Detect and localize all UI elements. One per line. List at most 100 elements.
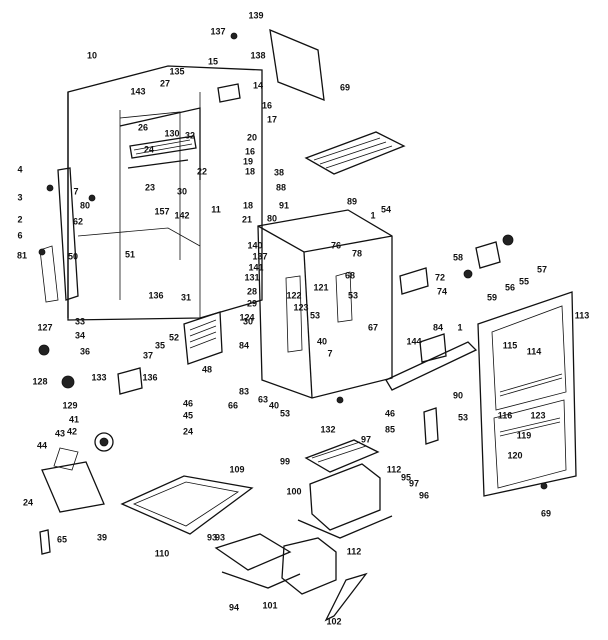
part-number-label: 91 xyxy=(278,200,290,211)
part-number-label: 84 xyxy=(432,322,444,333)
part-number-label: 26 xyxy=(137,122,149,133)
part-number-label: 56 xyxy=(504,282,516,293)
part-number-label: 78 xyxy=(351,248,363,259)
door-panel xyxy=(269,28,325,102)
part-number-label: 144 xyxy=(406,336,422,347)
part-number-label: 6 xyxy=(17,230,23,241)
part-number-label: 138 xyxy=(250,50,266,61)
part-number-label: 74 xyxy=(436,286,448,297)
part-number-label: 66 xyxy=(227,400,239,411)
part-number-label: 22 xyxy=(196,166,208,177)
part-number-label: 124 xyxy=(239,312,255,323)
part-number-label: 46 xyxy=(182,398,194,409)
part-number-label: 63 xyxy=(257,394,269,405)
part-number-label: 24 xyxy=(182,426,194,437)
part-number-label: 48 xyxy=(201,364,213,375)
part-number-label: 88 xyxy=(275,182,287,193)
part-number-label: 119 xyxy=(516,430,532,441)
crisper-drawer xyxy=(297,439,393,539)
part-number-label: 28 xyxy=(246,286,258,297)
part-number-label: 76 xyxy=(330,240,342,251)
part-number-label: 39 xyxy=(96,532,108,543)
part-number-label: 42 xyxy=(66,426,78,437)
part-number-label: 18 xyxy=(244,166,256,177)
part-number-label: 20 xyxy=(246,132,258,143)
part-number-label: 93 xyxy=(206,532,218,543)
part-number-label: 4 xyxy=(17,164,23,175)
hinge-hardware xyxy=(399,234,514,295)
part-number-label: 137 xyxy=(210,26,226,37)
part-number-label: 40 xyxy=(268,400,280,411)
part-number-label: 112 xyxy=(386,464,402,475)
part-number-label: 67 xyxy=(367,322,379,333)
part-number-label: 21 xyxy=(241,214,253,225)
part-number-label: 32 xyxy=(184,130,196,141)
part-number-label: 122 xyxy=(286,290,302,301)
part-number-label: 15 xyxy=(207,56,219,67)
part-number-label: 45 xyxy=(182,410,194,421)
part-number-label: 101 xyxy=(262,600,278,611)
part-number-label: 62 xyxy=(72,216,84,227)
part-number-label: 120 xyxy=(507,450,523,461)
part-number-label: 1 xyxy=(457,322,463,333)
part-number-label: 53 xyxy=(279,408,291,419)
part-number-label: 40 xyxy=(316,336,328,347)
part-number-label: 93 xyxy=(214,532,226,543)
part-number-label: 11 xyxy=(211,204,221,215)
lower-drawer xyxy=(214,533,337,595)
part-number-label: 3 xyxy=(17,192,23,203)
part-number-label: 41 xyxy=(68,414,80,425)
part-number-label: 80 xyxy=(79,200,91,211)
small-parts xyxy=(39,32,548,622)
part-number-label: 140 xyxy=(247,240,263,251)
part-number-label: 69 xyxy=(540,508,552,519)
part-number-label: 95 xyxy=(400,472,412,483)
part-number-label: 57 xyxy=(536,264,548,275)
part-number-label: 69 xyxy=(339,82,351,93)
part-number-label: 139 xyxy=(248,10,264,21)
part-number-label: 116 xyxy=(497,410,513,421)
part-number-label: 37 xyxy=(142,350,154,361)
part-number-label: 157 xyxy=(154,206,170,217)
part-number-label: 53 xyxy=(309,310,321,321)
part-number-label: 34 xyxy=(74,330,86,341)
part-number-label: 10 xyxy=(86,50,98,61)
part-number-label: 143 xyxy=(130,86,146,97)
part-number-label: 132 xyxy=(320,424,336,435)
part-number-label: 96 xyxy=(418,490,430,501)
part-number-label: 128 xyxy=(32,376,48,387)
compressor-parts xyxy=(38,344,114,513)
part-number-label: 83 xyxy=(238,386,250,397)
part-number-label: 94 xyxy=(228,602,240,613)
part-number-label: 97 xyxy=(360,434,372,445)
side-trim xyxy=(38,167,79,303)
part-number-label: 1 xyxy=(370,210,376,221)
part-number-label: 68 xyxy=(344,270,356,281)
part-number-label: 80 xyxy=(266,213,278,224)
part-number-label: 31 xyxy=(180,292,192,303)
part-number-label: 135 xyxy=(169,66,185,77)
part-number-label: 19 xyxy=(242,156,254,167)
part-number-label: 53 xyxy=(457,412,469,423)
part-number-label: 121 xyxy=(313,282,329,293)
part-number-label: 102 xyxy=(326,616,342,627)
freezer-liner xyxy=(257,209,393,399)
part-number-label: 90 xyxy=(452,390,464,401)
part-number-label: 18 xyxy=(242,200,254,211)
part-number-label: 14 xyxy=(252,80,264,91)
cabinet-outer xyxy=(67,65,263,321)
part-number-label: 97 xyxy=(408,478,420,489)
part-number-label: 141 xyxy=(248,262,264,273)
part-number-label: 33 xyxy=(74,316,86,327)
part-number-label: 136 xyxy=(148,290,164,301)
part-number-label: 89 xyxy=(346,196,358,207)
part-number-label: 16 xyxy=(244,146,256,157)
tray xyxy=(304,131,406,175)
part-number-label: 17 xyxy=(266,114,278,125)
part-number-label: 16 xyxy=(261,100,273,111)
part-number-label: 136 xyxy=(142,372,158,383)
part-number-label: 38 xyxy=(273,167,285,178)
part-number-label: 65 xyxy=(56,534,68,545)
